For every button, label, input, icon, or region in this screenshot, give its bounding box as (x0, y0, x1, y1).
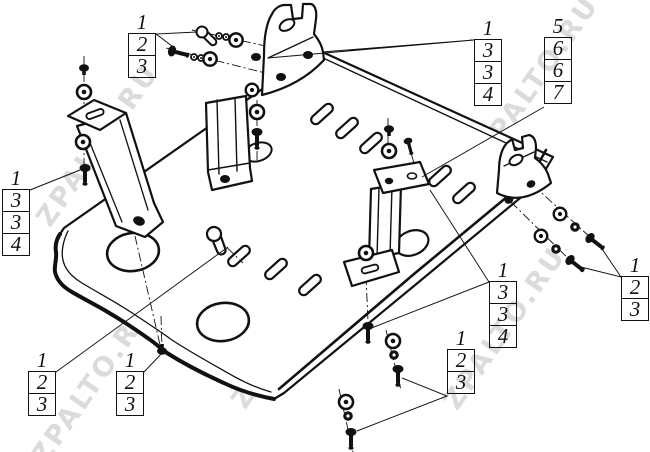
callout-number: 4 (2, 234, 30, 256)
callout-top-left: 1 2 3 (128, 12, 156, 78)
callout-bottom-middle: 1 2 3 (447, 328, 475, 394)
left-bracket (66, 98, 165, 239)
fastener-group-top-left (166, 25, 244, 67)
middle-bracket (204, 94, 254, 192)
callout-number: 2 (28, 372, 56, 394)
callout-number: 2 (621, 277, 649, 299)
callout-number: 3 (128, 56, 156, 78)
callout-bottom-left-b: 1 2 3 (116, 350, 144, 416)
callout-number: 3 (28, 394, 56, 416)
right-corner-bracket (495, 133, 553, 204)
callout-top-right-b: 5 6 6 7 (544, 16, 572, 104)
bottom-bracket (342, 160, 431, 288)
callout-number: 2 (128, 34, 156, 56)
top-corner-bracket (244, 2, 326, 98)
callout-number: 1 (447, 328, 475, 350)
plate-slot-holes (227, 102, 476, 297)
callout-number: 3 (116, 394, 144, 416)
callout-number: 4 (474, 84, 502, 106)
callout-number: 4 (489, 326, 517, 348)
callout-top-right-a: 1 3 3 4 (474, 18, 502, 106)
callout-number: 1 (489, 260, 517, 282)
callout-number: 1 (116, 350, 144, 372)
callout-number: 1 (474, 18, 502, 40)
callout-number: 3 (474, 62, 502, 84)
callout-number: 1 (28, 350, 56, 372)
fastener-group-middle (205, 103, 266, 256)
callout-number: 1 (621, 255, 649, 277)
callout-number: 6 (544, 60, 572, 82)
callout-number: 2 (447, 350, 475, 372)
callout-number: 3 (447, 372, 475, 394)
callout-bottom-left-a: 1 2 3 (28, 350, 56, 416)
callout-number: 6 (544, 38, 572, 60)
callout-number: 3 (621, 299, 649, 321)
callout-bottom-right: 1 3 3 4 (489, 260, 517, 348)
callout-number: 3 (474, 40, 502, 62)
callout-left: 1 3 3 4 (2, 168, 30, 256)
callout-number: 5 (544, 16, 572, 38)
callout-far-right: 1 2 3 (621, 255, 649, 321)
callout-number: 1 (2, 168, 30, 190)
plate-holes (105, 141, 430, 343)
callout-number: 3 (2, 190, 30, 212)
callout-number: 3 (2, 212, 30, 234)
skid-plate-body (52, 48, 555, 401)
callout-number: 2 (116, 372, 144, 394)
callout-number: 1 (128, 12, 156, 34)
callout-number: 3 (489, 282, 517, 304)
callout-number: 3 (489, 304, 517, 326)
callout-number: 7 (544, 82, 572, 104)
